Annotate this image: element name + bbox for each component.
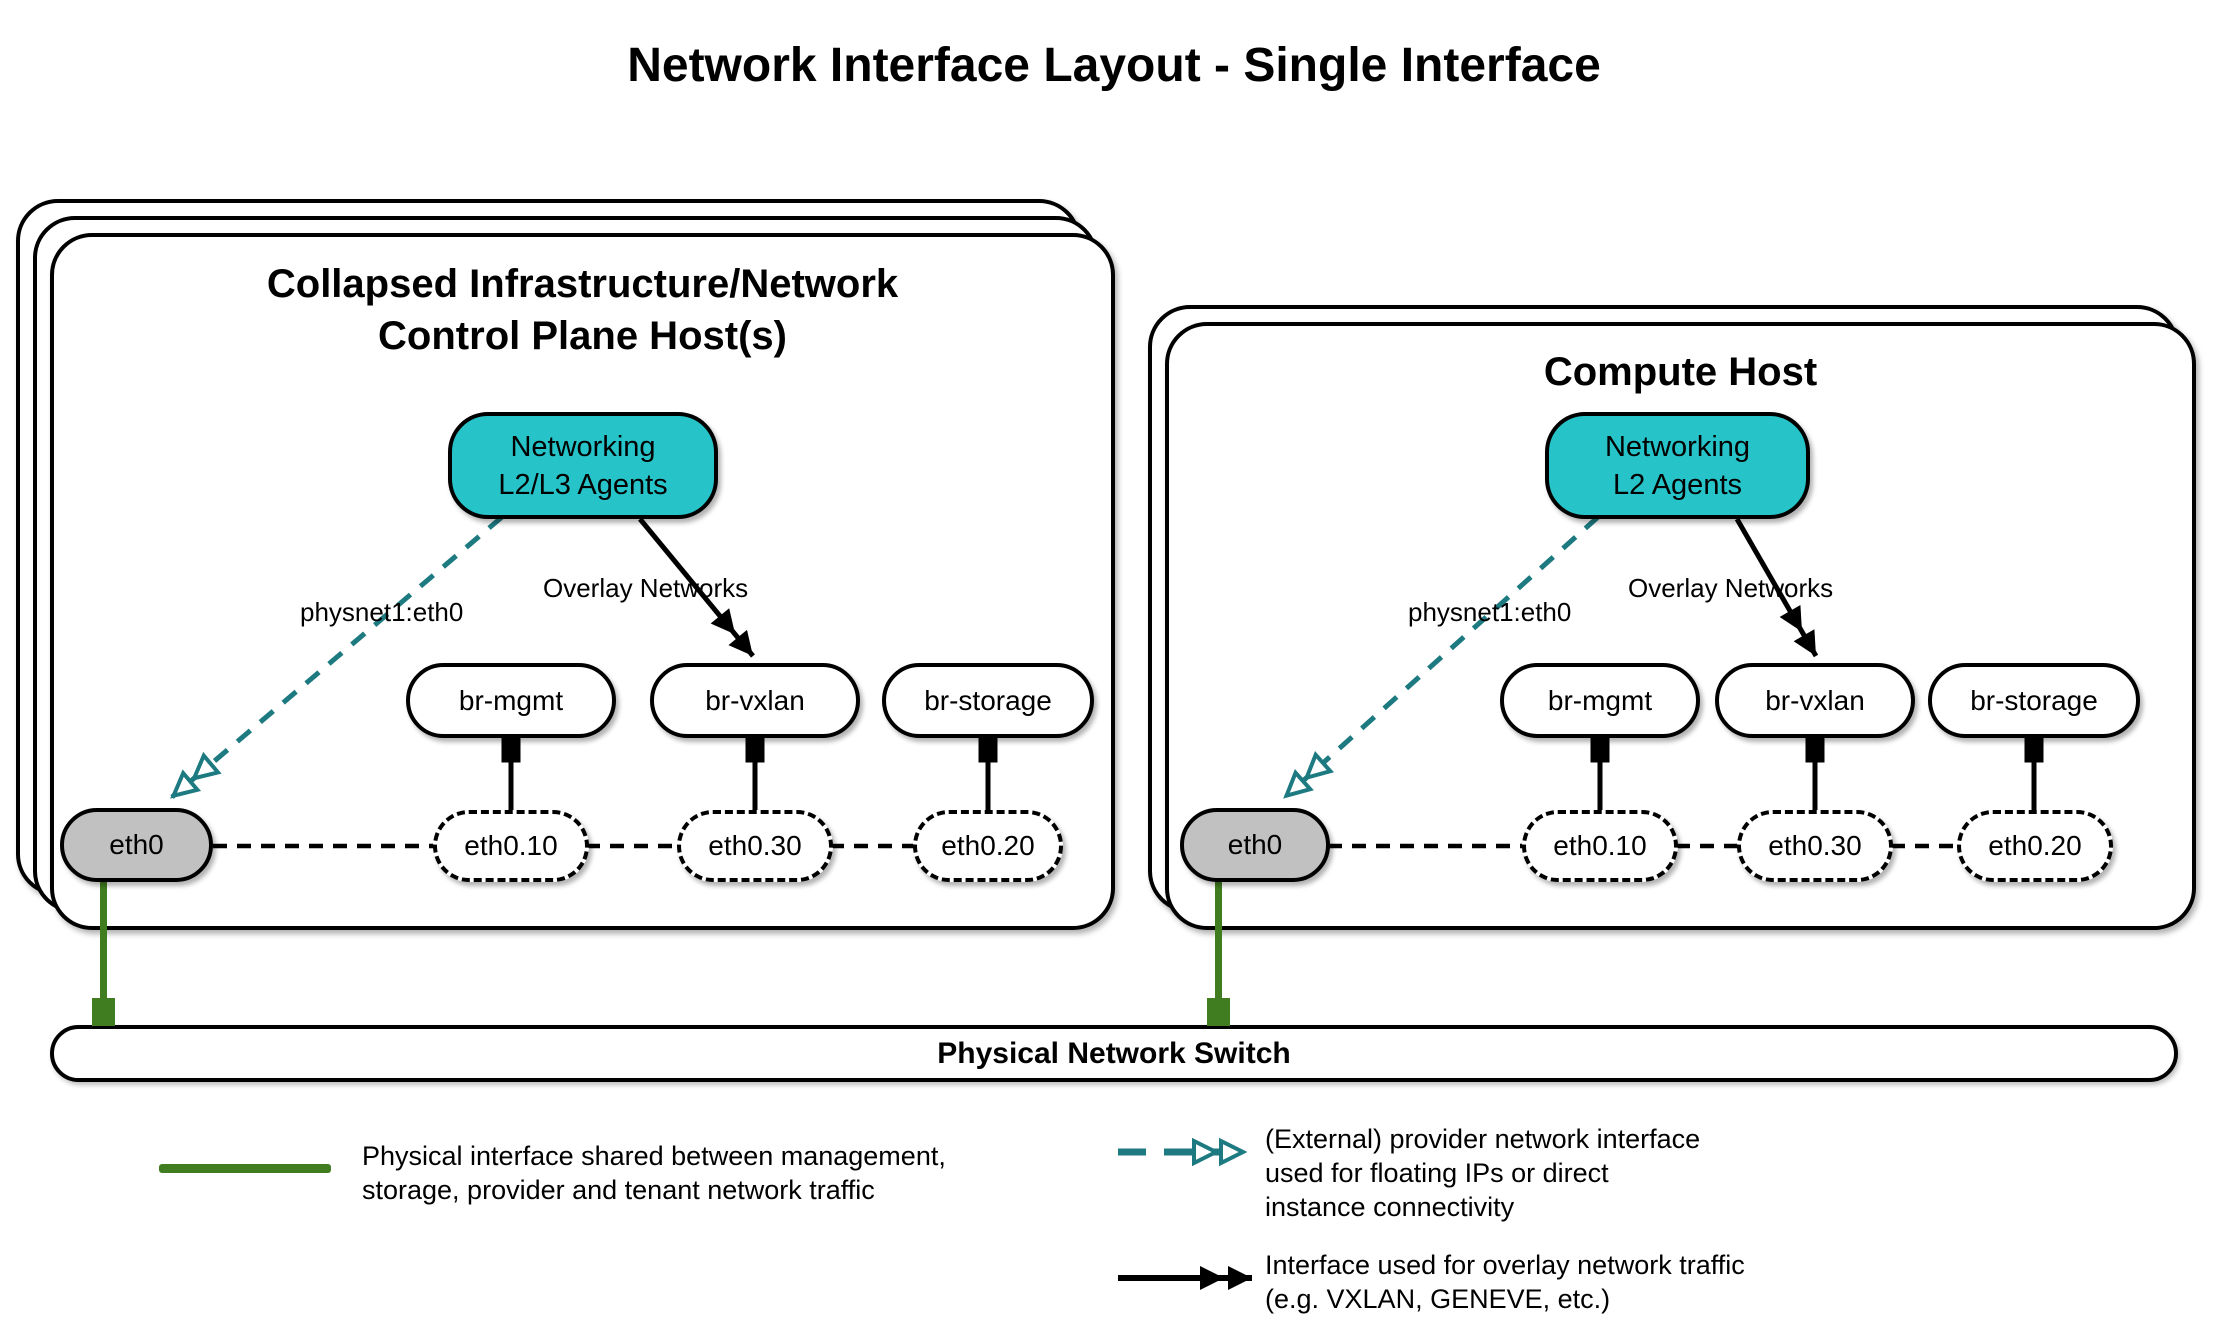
control-agent-line2: L2/L3 Agents: [498, 468, 668, 501]
control-subif-eth0-20: eth0.20: [913, 810, 1063, 882]
compute-host-title: Compute Host: [1165, 346, 2196, 398]
control-overlay-arrow-label: Overlay Networks: [543, 573, 749, 603]
compute-agent-line2: L2 Agents: [1613, 468, 1742, 501]
control-bridge-br-storage: br-storage: [882, 663, 1094, 738]
control-host-title-line1: Collapsed Infrastructure/Network: [266, 262, 899, 306]
control-networking-agents-node: Networking L2/L3 Agents: [448, 412, 718, 519]
legend-physical-text: Physical interface shared between manage…: [362, 1139, 946, 1207]
control-agent-line1: Networking: [510, 430, 656, 463]
control-bridge-br-vxlan: br-vxlan: [650, 663, 860, 738]
legend-physical-line1: Physical interface shared between manage…: [362, 1141, 946, 1171]
legend-physical-line2: storage, provider and tenant network tra…: [362, 1175, 875, 1205]
control-host-title: Collapsed Infrastructure/Network Control…: [50, 258, 1115, 362]
control-bridge-br-mgmt: br-mgmt: [406, 663, 616, 738]
physical-network-switch: Physical Network Switch: [50, 1025, 2178, 1082]
legend-physical-swatch: [159, 1164, 331, 1173]
compute-agent-line1: Networking: [1604, 430, 1751, 463]
legend-overlay-line1: Interface used for overlay network traff…: [1265, 1250, 1745, 1280]
legend-overlay-text: Interface used for overlay network traff…: [1265, 1248, 1745, 1316]
compute-subif-eth0-30: eth0.30: [1737, 810, 1893, 882]
legend-provider-line2: used for floating IPs or direct: [1265, 1158, 1609, 1188]
control-eth0-node: eth0: [60, 808, 213, 882]
compute-networking-agents-node: Networking L2 Agents: [1545, 412, 1810, 519]
compute-provider-arrow-label: physnet1:eth0: [1408, 597, 1572, 627]
control-provider-arrow-label: physnet1:eth0: [300, 597, 464, 627]
compute-eth0-node: eth0: [1180, 808, 1330, 882]
control-subif-eth0-10: eth0.10: [433, 810, 589, 882]
legend-overlay-line2: (e.g. VXLAN, GENEVE, etc.): [1265, 1284, 1611, 1314]
compute-bridge-br-mgmt: br-mgmt: [1500, 663, 1700, 738]
legend-provider-text: (External) provider network interface us…: [1265, 1122, 1700, 1224]
compute-subif-eth0-20: eth0.20: [1957, 810, 2113, 882]
switch-label: Physical Network Switch: [937, 1036, 1291, 1070]
legend-provider-line3: instance connectivity: [1265, 1192, 1515, 1222]
compute-bridge-br-vxlan: br-vxlan: [1715, 663, 1915, 738]
legend-provider-line1: (External) provider network interface: [1265, 1124, 1701, 1154]
page-title: Network Interface Layout - Single Interf…: [627, 39, 1601, 92]
compute-subif-eth0-10: eth0.10: [1522, 810, 1678, 882]
compute-bridge-br-storage: br-storage: [1928, 663, 2140, 738]
control-subif-eth0-30: eth0.30: [677, 810, 833, 882]
compute-overlay-arrow-label: Overlay Networks: [1628, 573, 1834, 603]
compute-host-title-line1: Compute Host: [1543, 350, 1818, 394]
control-host-title-line2: Control Plane Host(s): [378, 314, 787, 358]
